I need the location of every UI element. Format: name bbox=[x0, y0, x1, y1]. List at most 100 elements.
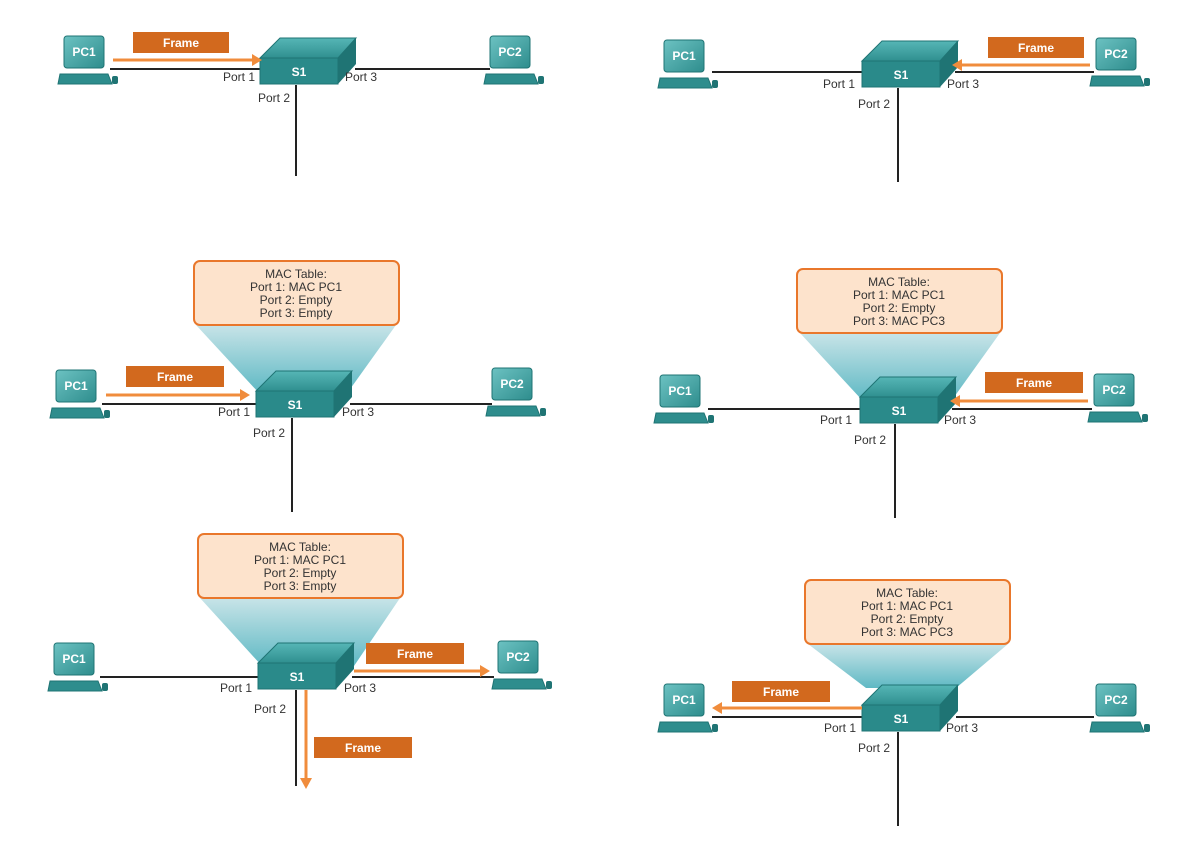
mac-table-box bbox=[796, 268, 1003, 334]
port3-label: Port 3 bbox=[344, 681, 376, 695]
frame-box bbox=[314, 737, 412, 758]
switch-side bbox=[938, 377, 956, 423]
switch-s1: S1 bbox=[860, 684, 960, 732]
port2-label: Port 2 bbox=[253, 426, 285, 440]
pc2-label: PC2 bbox=[506, 650, 530, 664]
switch-label: S1 bbox=[290, 670, 305, 684]
pc-mouse bbox=[1144, 78, 1150, 86]
pc-screen bbox=[663, 39, 705, 73]
pc-mouse bbox=[540, 408, 546, 416]
port3-label: Port 3 bbox=[946, 721, 978, 735]
frame-box bbox=[988, 37, 1084, 58]
pc-base bbox=[47, 680, 103, 692]
frame-arrowhead bbox=[712, 702, 722, 714]
mac-table-row: Port 3: Empty bbox=[260, 306, 333, 320]
pc2-label: PC2 bbox=[498, 45, 522, 59]
pc1: PC1 bbox=[47, 642, 108, 692]
frame-box bbox=[985, 372, 1083, 393]
frame-box bbox=[366, 643, 464, 664]
port1-label: Port 1 bbox=[823, 77, 855, 91]
mac-table-row: Port 3: MAC PC3 bbox=[853, 314, 945, 328]
mac-table-title: MAC Table: bbox=[876, 586, 938, 600]
switch-s1: S1 bbox=[860, 40, 960, 88]
switch-label: S1 bbox=[892, 404, 907, 418]
pc2-label: PC2 bbox=[1102, 383, 1126, 397]
switch-side bbox=[334, 371, 352, 417]
pc-mouse bbox=[708, 415, 714, 423]
mac-table-row: Port 1: MAC PC1 bbox=[254, 553, 346, 567]
panel-5: MAC Table: Port 1: MAC PC1 Port 2: Empty… bbox=[47, 533, 552, 789]
pc2: PC2 bbox=[1089, 37, 1150, 87]
frame-box bbox=[133, 32, 229, 53]
pc1-label: PC1 bbox=[64, 379, 88, 393]
frame-arrowhead bbox=[252, 54, 262, 66]
pc-screen bbox=[497, 640, 539, 674]
pc-screen bbox=[1093, 373, 1135, 407]
mac-table-title: MAC Table: bbox=[868, 275, 930, 289]
pc1-label: PC1 bbox=[672, 49, 696, 63]
mac-table-row: Port 2: Empty bbox=[260, 293, 333, 307]
switch-label: S1 bbox=[292, 65, 307, 79]
switch-label: S1 bbox=[894, 712, 909, 726]
switch-side bbox=[940, 41, 958, 87]
panel-6: MAC Table: Port 1: MAC PC1 Port 2: Empty… bbox=[657, 579, 1150, 826]
switch-front bbox=[259, 57, 339, 85]
frame-label: Frame bbox=[157, 370, 193, 384]
mac-table-row: Port 1: MAC PC1 bbox=[853, 288, 945, 302]
port3-label: Port 3 bbox=[947, 77, 979, 91]
frame-label: Frame bbox=[763, 685, 799, 699]
pc-base bbox=[1089, 75, 1145, 87]
pc-mouse bbox=[712, 80, 718, 88]
pc-base bbox=[483, 73, 539, 85]
port2-label: Port 2 bbox=[854, 433, 886, 447]
switch-side bbox=[940, 685, 958, 731]
pc2: PC2 bbox=[1089, 683, 1150, 733]
mac-table-title: MAC Table: bbox=[269, 540, 331, 554]
pc-screen bbox=[491, 367, 533, 401]
pc-mouse bbox=[538, 76, 544, 84]
port1-label: Port 1 bbox=[218, 405, 250, 419]
frame-box bbox=[732, 681, 830, 702]
pc1: PC1 bbox=[49, 369, 110, 419]
port3-label: Port 3 bbox=[342, 405, 374, 419]
pc-mouse bbox=[102, 683, 108, 691]
port3-label: Port 3 bbox=[345, 70, 377, 84]
frame-box bbox=[126, 366, 224, 387]
mac-table-row: Port 2: Empty bbox=[871, 612, 944, 626]
panel-1: PC1 PC2 S1 Port 1 Port 3 Port 2 Frame bbox=[57, 32, 544, 176]
pc1: PC1 bbox=[653, 374, 714, 424]
mac-table-row: Port 1: MAC PC1 bbox=[250, 280, 342, 294]
switch-side bbox=[336, 643, 354, 689]
pc1-label: PC1 bbox=[672, 693, 696, 707]
switch-s1: S1 bbox=[254, 370, 354, 418]
pc-base bbox=[485, 405, 541, 417]
switch-s1: S1 bbox=[858, 376, 958, 424]
frame-label: Frame bbox=[1016, 376, 1052, 390]
frame-label: Frame bbox=[397, 647, 433, 661]
pc1: PC1 bbox=[57, 35, 118, 85]
mac-table-title: MAC Table: bbox=[265, 267, 327, 281]
port2-label: Port 2 bbox=[858, 97, 890, 111]
pc1: PC1 bbox=[657, 683, 718, 733]
pc-screen bbox=[55, 369, 97, 403]
pc-base bbox=[57, 73, 113, 85]
pc2: PC2 bbox=[1087, 373, 1148, 423]
panel-2: PC1 PC2 S1 Port 1 Port 3 Port 2 Frame bbox=[657, 37, 1150, 182]
pc1-label: PC1 bbox=[62, 652, 86, 666]
pc1-label: PC1 bbox=[72, 45, 96, 59]
port2-label: Port 2 bbox=[858, 741, 890, 755]
panel-3: MAC Table: Port 1: MAC PC1 Port 2: Empty… bbox=[49, 260, 546, 512]
frame-arrowhead bbox=[952, 59, 962, 71]
pc1: PC1 bbox=[657, 39, 718, 89]
switch-front bbox=[255, 390, 335, 418]
frame-arrowhead bbox=[240, 389, 250, 401]
pc-screen bbox=[659, 374, 701, 408]
switch-side bbox=[338, 38, 356, 84]
frame-arrowhead bbox=[300, 778, 312, 789]
pc-screen bbox=[53, 642, 95, 676]
switch-s1: S1 bbox=[258, 37, 358, 85]
pc1-label: PC1 bbox=[668, 384, 692, 398]
pc-screen bbox=[489, 35, 531, 69]
switch-label: S1 bbox=[894, 68, 909, 82]
